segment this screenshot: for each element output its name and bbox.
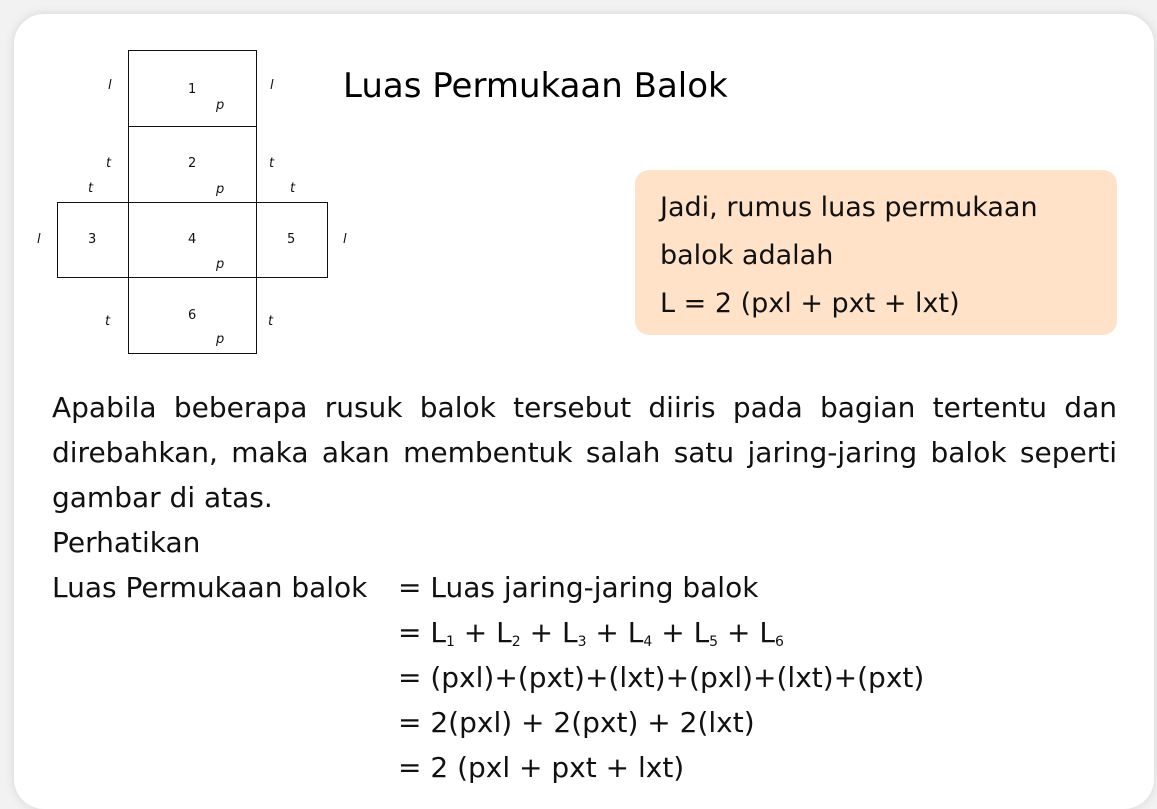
net-face-3	[57, 202, 129, 278]
explanation-paragraph: Apabila beberapa rusuk balok tersebut di…	[52, 391, 1117, 514]
equation-step-4: = 2(pxl) + 2(pxt) + 2(lxt)	[398, 706, 755, 739]
subscript-4: 4	[643, 634, 653, 650]
cuboid-net-diagram: 1 2 3 4 5 6 p p p p l l l l t t t t t t	[0, 0, 380, 370]
edge-label-t: t	[269, 156, 275, 171]
equation-row: Luas Permukaan balok = Luas jaring-jarin…	[52, 565, 1117, 610]
net-face-1	[128, 50, 257, 127]
face-number-5: 5	[287, 232, 296, 247]
term-l5: L	[693, 616, 710, 649]
edge-label-p: p	[216, 257, 225, 272]
subscript-5: 5	[709, 634, 719, 650]
equation-step-3: = (pxl)+(pxt)+(lxt)+(pxl)+(lxt)+(pxt)	[398, 661, 925, 694]
edge-label-l: l	[37, 232, 41, 247]
edge-label-l: l	[108, 78, 112, 93]
conclusion-line: balok adalah	[660, 240, 834, 271]
face-number-6: 6	[188, 308, 197, 323]
subscript-2: 2	[511, 634, 521, 650]
term-l4: L	[627, 616, 644, 649]
face-number-3: 3	[88, 232, 97, 247]
equals-sign: =	[398, 616, 422, 649]
equation-lhs: Luas Permukaan balok	[52, 571, 368, 604]
term-l6: L	[759, 616, 775, 649]
conclusion-formula: L = 2 (pxl + pxt + lxt)	[660, 288, 960, 319]
equation-step-2: = L1 + L2 + L3 + L4 + L5 + L6	[398, 616, 784, 650]
page-title: Luas Permukaan Balok	[343, 66, 728, 106]
edge-label-p: p	[216, 332, 225, 347]
equation-step-1: = Luas jaring-jaring balok	[398, 571, 759, 604]
equation-step-5: = 2 (pxl + pxt + lxt)	[398, 751, 685, 784]
subscript-1: 1	[445, 634, 455, 650]
equation-row: = L1 + L2 + L3 + L4 + L5 + L6	[52, 610, 1117, 655]
edge-label-p: p	[216, 98, 225, 113]
face-number-4: 4	[188, 232, 197, 247]
conclusion-line: Jadi, rumus luas permukaan	[660, 192, 1038, 223]
edge-label-l: l	[270, 78, 274, 93]
term-l3: L	[561, 616, 578, 649]
perhatikan-label: Perhatikan	[52, 526, 201, 559]
term-l2: L	[496, 616, 512, 649]
equation-row: = (pxl)+(pxt)+(lxt)+(pxl)+(lxt)+(pxt)	[52, 655, 1117, 700]
edge-label-p: p	[216, 182, 225, 197]
face-number-2: 2	[188, 156, 197, 171]
explanation-body: Apabila beberapa rusuk balok tersebut di…	[52, 385, 1117, 790]
equation-row: = 2 (pxl + pxt + lxt)	[52, 745, 1117, 790]
face-number-1: 1	[188, 82, 197, 97]
edge-label-t: t	[106, 156, 112, 171]
edge-label-t: t	[88, 181, 94, 196]
edge-label-t: t	[268, 314, 274, 329]
edge-label-t: t	[290, 181, 296, 196]
edge-label-t: t	[105, 314, 111, 329]
equation-row: = 2(pxl) + 2(pxt) + 2(lxt)	[52, 700, 1117, 745]
net-face-4	[128, 202, 257, 278]
net-face-6	[128, 277, 257, 354]
term-l1: L	[430, 616, 446, 649]
conclusion-box: Jadi, rumus luas permukaan balok adalah …	[635, 170, 1117, 335]
edge-label-l: l	[343, 232, 347, 247]
net-face-5	[256, 202, 328, 278]
subscript-6: 6	[774, 634, 784, 650]
subscript-3: 3	[577, 634, 587, 650]
